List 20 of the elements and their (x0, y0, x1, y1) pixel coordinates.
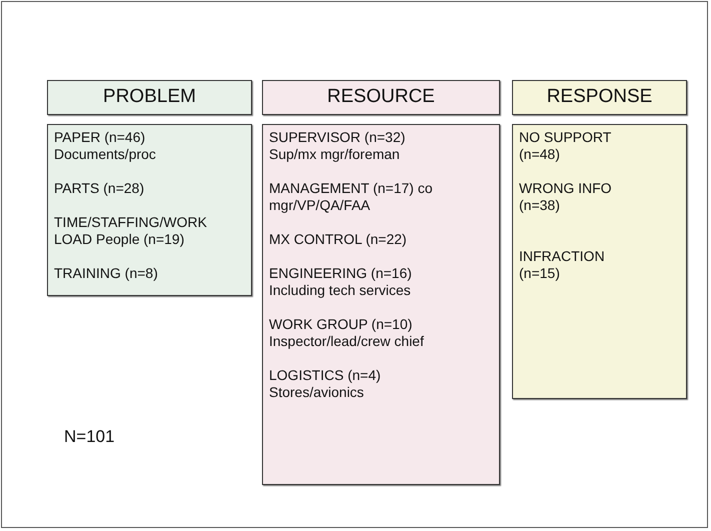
category-text: TIME/STAFFING/WORK LOAD People (n=19) (54, 214, 208, 248)
category-text: ENGINEERING (n=16) Including tech services (269, 265, 413, 299)
category-text: MX CONTROL (n=22) (269, 231, 408, 248)
sample-size-note: N=101 (64, 427, 115, 447)
category-text: WRONG INFO (n=38) (519, 180, 613, 214)
category-text: PAPER (n=46) Documents/proc (54, 129, 157, 163)
column-header: RESOURCE (262, 80, 500, 115)
column-header: PROBLEM (47, 80, 252, 115)
category-panel (512, 124, 687, 399)
category-text: MANAGEMENT (n=17) co mgr/VP/QA/FAA (269, 180, 434, 214)
category-text: LOGISTICS (n=4) Stores/avionics (269, 367, 382, 401)
category-text: SUPERVISOR (n=32) Sup/mx mgr/foreman (269, 129, 406, 163)
category-text: TRAINING (n=8) (54, 265, 159, 282)
category-text: NO SUPPORT (n=48) (519, 129, 612, 163)
category-panel (262, 124, 500, 485)
column-header: RESPONSE (512, 80, 687, 115)
category-panel (47, 124, 252, 296)
category-text: WORK GROUP (n=10) Inspector/lead/crew chief (269, 316, 425, 350)
category-text: INFRACTION (n=15) (519, 248, 606, 282)
category-text: PARTS (n=28) (54, 180, 146, 197)
